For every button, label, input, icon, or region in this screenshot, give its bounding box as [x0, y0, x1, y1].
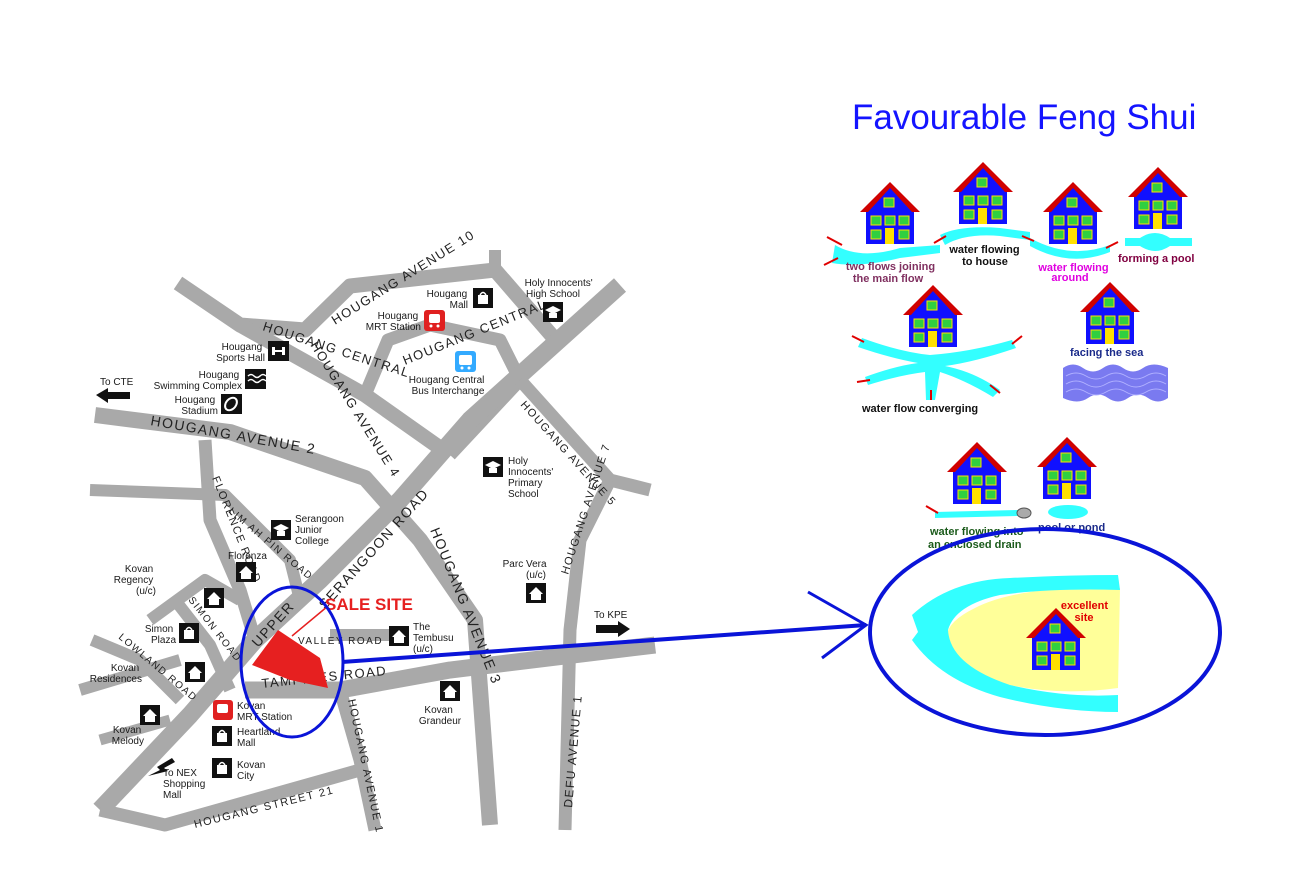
sale-site-label: SALE SITE: [325, 595, 413, 614]
road-hougang-avenue-1: [333, 688, 382, 832]
road-simon-2: [170, 596, 236, 693]
shopping-bag-icon: [211, 725, 233, 747]
sale-site-area: [252, 630, 328, 688]
home-icon: [526, 583, 546, 603]
arrow-icon-cte: [96, 388, 130, 403]
label-to-cte: To CTE: [100, 377, 134, 388]
label-holy-innocents-high: Holy Innocents' High School: [525, 278, 596, 300]
home-icon: [236, 562, 256, 582]
places: Holy Innocents' High School Hougang Mall…: [90, 278, 630, 801]
label-excellent-site: excellent site: [1061, 600, 1111, 624]
label-holy-innocents-primary: Holy Innocents' Primary School: [508, 456, 556, 500]
label-bus-interchange: Hougang Central Bus Interchange: [409, 375, 487, 397]
road-lowland: [89, 634, 185, 705]
house-icon: [946, 441, 1008, 505]
pond: [1048, 505, 1088, 519]
home-icon: [204, 588, 224, 608]
home-icon: [140, 705, 160, 725]
shopping-bag-icon: [472, 287, 494, 309]
label-water-around: water flowing around: [1037, 262, 1111, 284]
house-icon: [859, 181, 921, 245]
bus-icon: [455, 351, 476, 372]
label-serangoon-road: SERANGOON ROAD: [315, 485, 432, 612]
road-hougang-avenue-10: [173, 262, 566, 350]
water-converging: [858, 338, 1016, 400]
house-icon: [902, 284, 964, 348]
road-hougang-street-21: [98, 763, 362, 832]
label-hougang-mall: Hougang Mall: [427, 289, 470, 311]
road-west-1: [78, 654, 182, 696]
school-icon: [271, 520, 291, 540]
label-kovan-regency: Kovan Regency (u/c): [114, 564, 156, 597]
label-hougang-ave-2: HOUGANG AVENUE 2: [149, 412, 317, 457]
label-kovan-melody: Kovan Melody: [112, 725, 144, 747]
house-icon: [1042, 181, 1104, 245]
label-forming-pool: forming a pool: [1118, 253, 1194, 265]
connector-line: [341, 623, 867, 664]
home-icon: [389, 626, 409, 646]
water-flow: [1030, 238, 1110, 259]
label-stadium: Hougang Stadium: [175, 395, 218, 417]
label-kovan-mrt: Kovan MRT Station: [237, 701, 292, 723]
house-icon: [1079, 281, 1141, 345]
label-parc-vera: Parc Vera (u/c): [503, 559, 550, 581]
label-kovan-residences: Kovan Residences: [90, 663, 142, 685]
connector-arrowhead: [807, 590, 869, 660]
river-embrace: [912, 575, 1120, 712]
label-hougang-mrt: Hougang MRT Station: [366, 311, 421, 333]
arrow-icon-kpe: [596, 621, 630, 637]
label-enclosed-drain: water flowing into an enclosed drain: [928, 526, 1027, 551]
label-two-flows: two flows joining the main flow: [846, 261, 938, 285]
label-kovan-grandeur: Kovan Grandeur: [419, 705, 462, 727]
road-florence: [198, 439, 262, 642]
house-icon: [1127, 166, 1189, 230]
pool: [1125, 233, 1192, 251]
excellent-site-circle: [868, 527, 1222, 737]
drain: [935, 510, 1018, 518]
home-icon: [185, 662, 205, 682]
label-to-kpe: To KPE: [594, 610, 628, 621]
swimming-icon: [245, 369, 267, 389]
label-swimming-complex: Hougang Swimming Complex: [154, 370, 242, 392]
water-flow: [940, 227, 1030, 245]
label-the-tembusu: The Tembusu (u/c): [413, 622, 456, 655]
sea: [1063, 364, 1168, 402]
page-title: Favourable Feng Shui: [852, 98, 1197, 137]
feng-shui-diagrams: two flows joining the main flow water fl…: [823, 161, 1222, 737]
home-icon: [440, 681, 460, 701]
label-heartland-mall: Heartland Mall: [237, 727, 283, 749]
school-icon: [483, 457, 503, 477]
label-facing-sea: facing the sea: [1070, 347, 1144, 359]
label-water-to-house: water flowing to house: [948, 244, 1022, 268]
label-florenza: Florenza: [228, 551, 267, 562]
mrt-train-icon: [424, 310, 445, 331]
mrt-train-icon: [213, 700, 233, 720]
label-water-converging: water flow converging: [861, 403, 978, 415]
water-flow: [832, 245, 940, 265]
road-upper-serangoon: [93, 278, 627, 817]
shopping-bag-icon: [211, 757, 233, 779]
label-kovan-city: Kovan City: [237, 760, 268, 782]
label-sports-hall: Hougang Sports Hall: [216, 342, 265, 364]
school-icon: [543, 302, 563, 322]
road-hougang-avenue-7: [558, 477, 616, 831]
house-icon: [1036, 436, 1098, 500]
road-tampines: [245, 636, 657, 699]
house-icon: [952, 161, 1014, 225]
label-to-nex: To NEX Shopping Mall: [163, 768, 208, 801]
sale-site: SALE SITE: [239, 585, 413, 739]
road-lim-ah-pin: [89, 484, 306, 602]
dumbbell-icon: [268, 341, 289, 361]
label-simon-plaza: Simon Plaza: [145, 624, 177, 646]
label-serangoon-jc: Serangoon Junior College: [295, 514, 347, 547]
shopping-bag-icon: [178, 622, 200, 644]
stadium-icon: [221, 394, 242, 414]
arrow-icon-nex: [148, 758, 175, 776]
road-simon: [146, 574, 243, 625]
